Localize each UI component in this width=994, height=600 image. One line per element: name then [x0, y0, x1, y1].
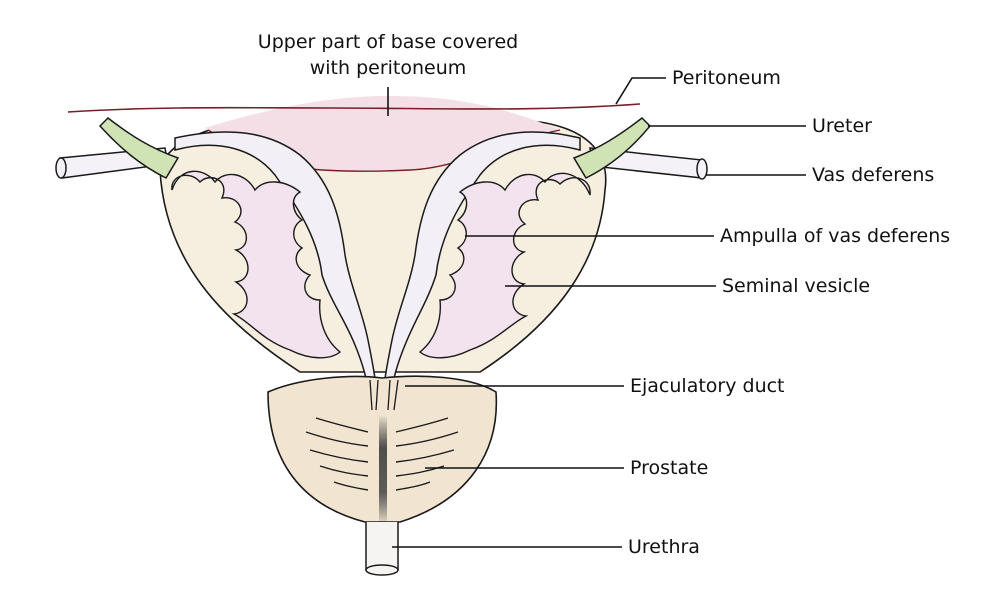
prostate-lines: [305, 417, 459, 491]
label-vas-deferens: Vas deferens: [812, 164, 934, 186]
title-line-2: with peritoneum: [310, 57, 467, 79]
ejaculatory-ducts: [369, 379, 399, 411]
right-ureter: [572, 117, 652, 179]
label-ejaculatory-duct: Ejaculatory duct: [630, 375, 785, 397]
left-ureter: [98, 117, 180, 179]
label-prostate: Prostate: [630, 457, 708, 479]
label-ampulla: Ampulla of vas deferens: [720, 225, 950, 247]
label-urethra: Urethra: [628, 536, 700, 558]
right-seminal-vesicle: [418, 172, 591, 359]
leader-peritoneum: [615, 77, 666, 105]
label-seminal-vesicle: Seminal vesicle: [722, 275, 870, 297]
prostatic-urethra-slit: [379, 415, 387, 525]
peritoneum-line: [67, 103, 641, 113]
title-line-1: Upper part of base covered: [258, 31, 518, 53]
left-seminal-vesicle: [171, 170, 342, 359]
label-peritoneum: Peritoneum: [672, 67, 781, 89]
urethra-tube: [365, 522, 399, 571]
label-ureter: Ureter: [812, 115, 872, 137]
